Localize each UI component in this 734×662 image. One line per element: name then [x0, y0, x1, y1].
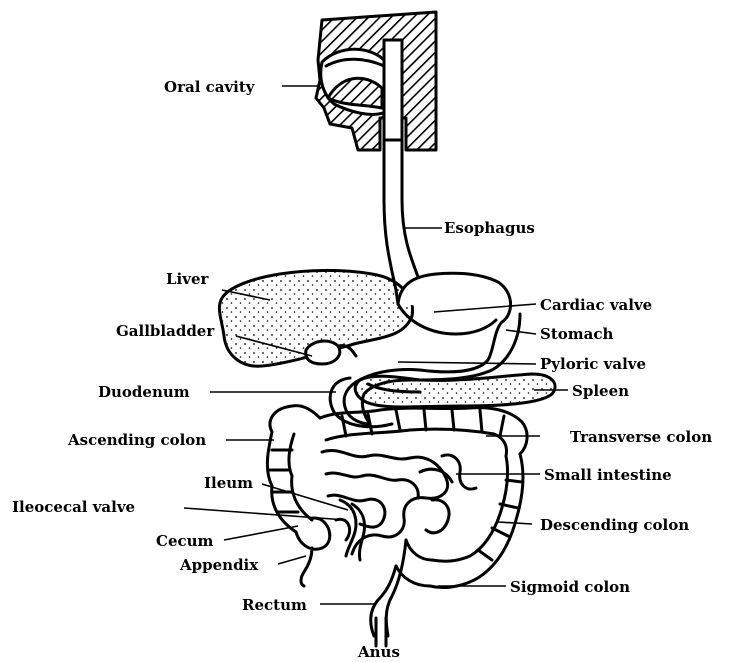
cecum-pouch [296, 518, 330, 549]
label-spleen: Spleen [572, 382, 629, 400]
anus-canal [376, 618, 386, 646]
label-small-intestine: Small intestine [544, 466, 672, 484]
head-section [316, 12, 436, 150]
appendix-organ [301, 548, 312, 586]
label-anus: Anus [358, 643, 400, 661]
label-rectum: Rectum [242, 596, 307, 614]
label-duodenum: Duodenum [98, 383, 190, 401]
label-cardiac-valve: Cardiac valve [540, 296, 652, 314]
label-pyloric-valve: Pyloric valve [540, 355, 646, 373]
label-gallbladder: Gallbladder [116, 322, 214, 340]
label-stomach: Stomach [540, 325, 613, 343]
label-appendix: Appendix [180, 556, 258, 574]
transverse-colon-inner [326, 429, 507, 456]
label-transverse-colon: Transverse colon [570, 428, 712, 446]
label-ileum: Ileum [204, 474, 253, 492]
pharynx [384, 40, 402, 140]
label-oral-cavity: Oral cavity [164, 78, 255, 96]
ascending-colon-inner [289, 434, 312, 520]
label-cecum: Cecum [156, 532, 213, 550]
label-liver: Liver [166, 270, 208, 288]
label-sigmoid-colon: Sigmoid colon [510, 578, 630, 596]
label-esophagus: Esophagus [444, 219, 535, 237]
gallbladder-organ [306, 341, 340, 364]
label-descending-colon: Descending colon [540, 516, 689, 534]
label-ascending-colon: Ascending colon [68, 431, 206, 449]
label-ileocecal-valve: Ileocecal valve [12, 498, 135, 516]
large-intestine [267, 406, 527, 588]
